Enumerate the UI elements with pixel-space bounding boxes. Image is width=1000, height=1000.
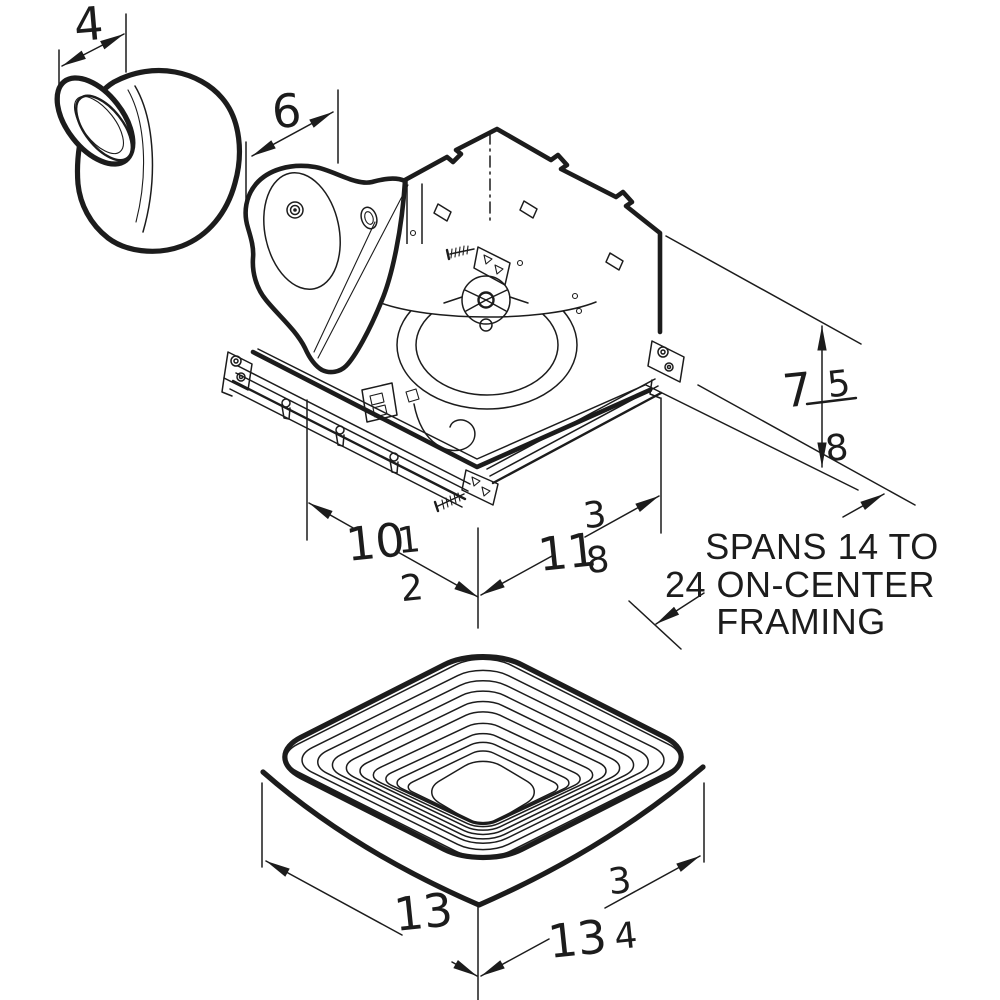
dim-label-height-den: 8 <box>823 427 850 470</box>
knockout-tab <box>605 252 624 271</box>
dim-housing-length: 11 3 8 <box>480 397 662 596</box>
mounting-rails <box>221 245 685 513</box>
adapter-opening <box>75 94 133 162</box>
grille-outer-ring <box>262 645 704 869</box>
right-rail <box>486 378 663 485</box>
dimension-annotations: 4 6 7 5 8 10 1 2 <box>58 0 939 1000</box>
blower-wheel <box>377 244 597 410</box>
damper-flap <box>263 172 341 290</box>
grille-ring <box>364 719 602 831</box>
dim-label-grille-length-den: 4 <box>612 915 639 958</box>
wiring-cable <box>413 403 476 452</box>
keyhole-slot <box>335 425 345 447</box>
dim-label-width-den: 2 <box>398 567 425 610</box>
framing-note-line1: SPANS 14 TO <box>705 526 939 567</box>
framing-note-line3: FRAMING <box>716 601 886 642</box>
grille-ring <box>390 739 576 827</box>
dim-label-height-num: 5 <box>825 363 852 406</box>
dim-housing-width: 10 1 2 <box>306 399 479 629</box>
dim-label-adapter: 4 <box>72 0 106 52</box>
left-rail <box>229 365 471 508</box>
corner-bracket-bottom <box>461 469 499 506</box>
grille-ring <box>320 685 646 845</box>
motor-plate-mask <box>378 244 596 317</box>
grille-center-panel <box>421 755 545 829</box>
adapter-opening-inner <box>74 95 124 155</box>
housing-interior-parts <box>361 229 583 452</box>
cone-crease <box>317 184 409 359</box>
framing-note-line2: 24 ON-CENTER <box>665 564 935 605</box>
housing-top-edges <box>402 126 663 335</box>
dim-grille-length: 13 3 4 <box>480 782 705 977</box>
dim-label-height-whole: 7 <box>780 362 815 419</box>
dim-label-grille-width: 13 <box>391 882 455 942</box>
bottom-flange-inner <box>257 348 646 460</box>
grille-ring <box>350 707 616 835</box>
adapter-step-arc <box>134 85 154 233</box>
motor-plate-edge <box>377 301 597 318</box>
grille-ring <box>270 651 696 865</box>
left-rail-end-bracket <box>221 351 253 397</box>
cable-connector <box>405 388 420 403</box>
grille-ring <box>378 730 588 828</box>
fan-housing <box>221 126 685 513</box>
bottom-rim <box>250 349 653 470</box>
dim-label-length-num: 3 <box>581 494 608 537</box>
grille-cover <box>260 645 706 908</box>
mounting-screw <box>433 492 465 513</box>
grille-ring <box>304 674 662 850</box>
knockout-tab <box>433 203 452 222</box>
dim-housing-height: 7 5 8 <box>645 235 916 506</box>
cone-outline <box>243 163 408 375</box>
keyhole-slot <box>389 452 399 474</box>
dim-label-grille-length-whole: 13 <box>545 909 609 969</box>
dim-label-length-den: 8 <box>584 539 611 582</box>
motor-hub <box>443 275 529 332</box>
framing-note: SPANS 14 TO 24 ON-CENTER FRAMING <box>628 493 939 650</box>
corner-bracket-top <box>473 246 511 286</box>
grille-ring <box>335 696 631 840</box>
dim-grille-width: 13 <box>261 782 479 1000</box>
dim-label-width-whole: 10 <box>343 512 407 572</box>
dim-label-length-whole: 11 <box>535 522 599 582</box>
dim-adapter-diameter: 4 <box>58 0 127 109</box>
knockout-tab <box>519 200 538 219</box>
damper-pivot <box>286 201 304 219</box>
dim-label-width-num: 1 <box>395 519 422 562</box>
mounting-screw <box>445 245 475 261</box>
duct-outlet-cone <box>243 163 409 375</box>
grille-ring <box>287 663 679 857</box>
cone-crease <box>313 221 376 353</box>
grille-ring <box>402 748 564 826</box>
dim-label-duct: 6 <box>270 83 304 139</box>
dim-label-grille-length-num: 3 <box>606 860 633 903</box>
right-rail-end-bracket <box>647 340 685 399</box>
dim-duct-depth: 6 <box>245 83 339 223</box>
keyhole-slot <box>281 398 291 420</box>
duct-adapter <box>54 67 242 254</box>
grille-side-wall <box>260 764 706 908</box>
adapter-step-arc <box>127 89 145 223</box>
